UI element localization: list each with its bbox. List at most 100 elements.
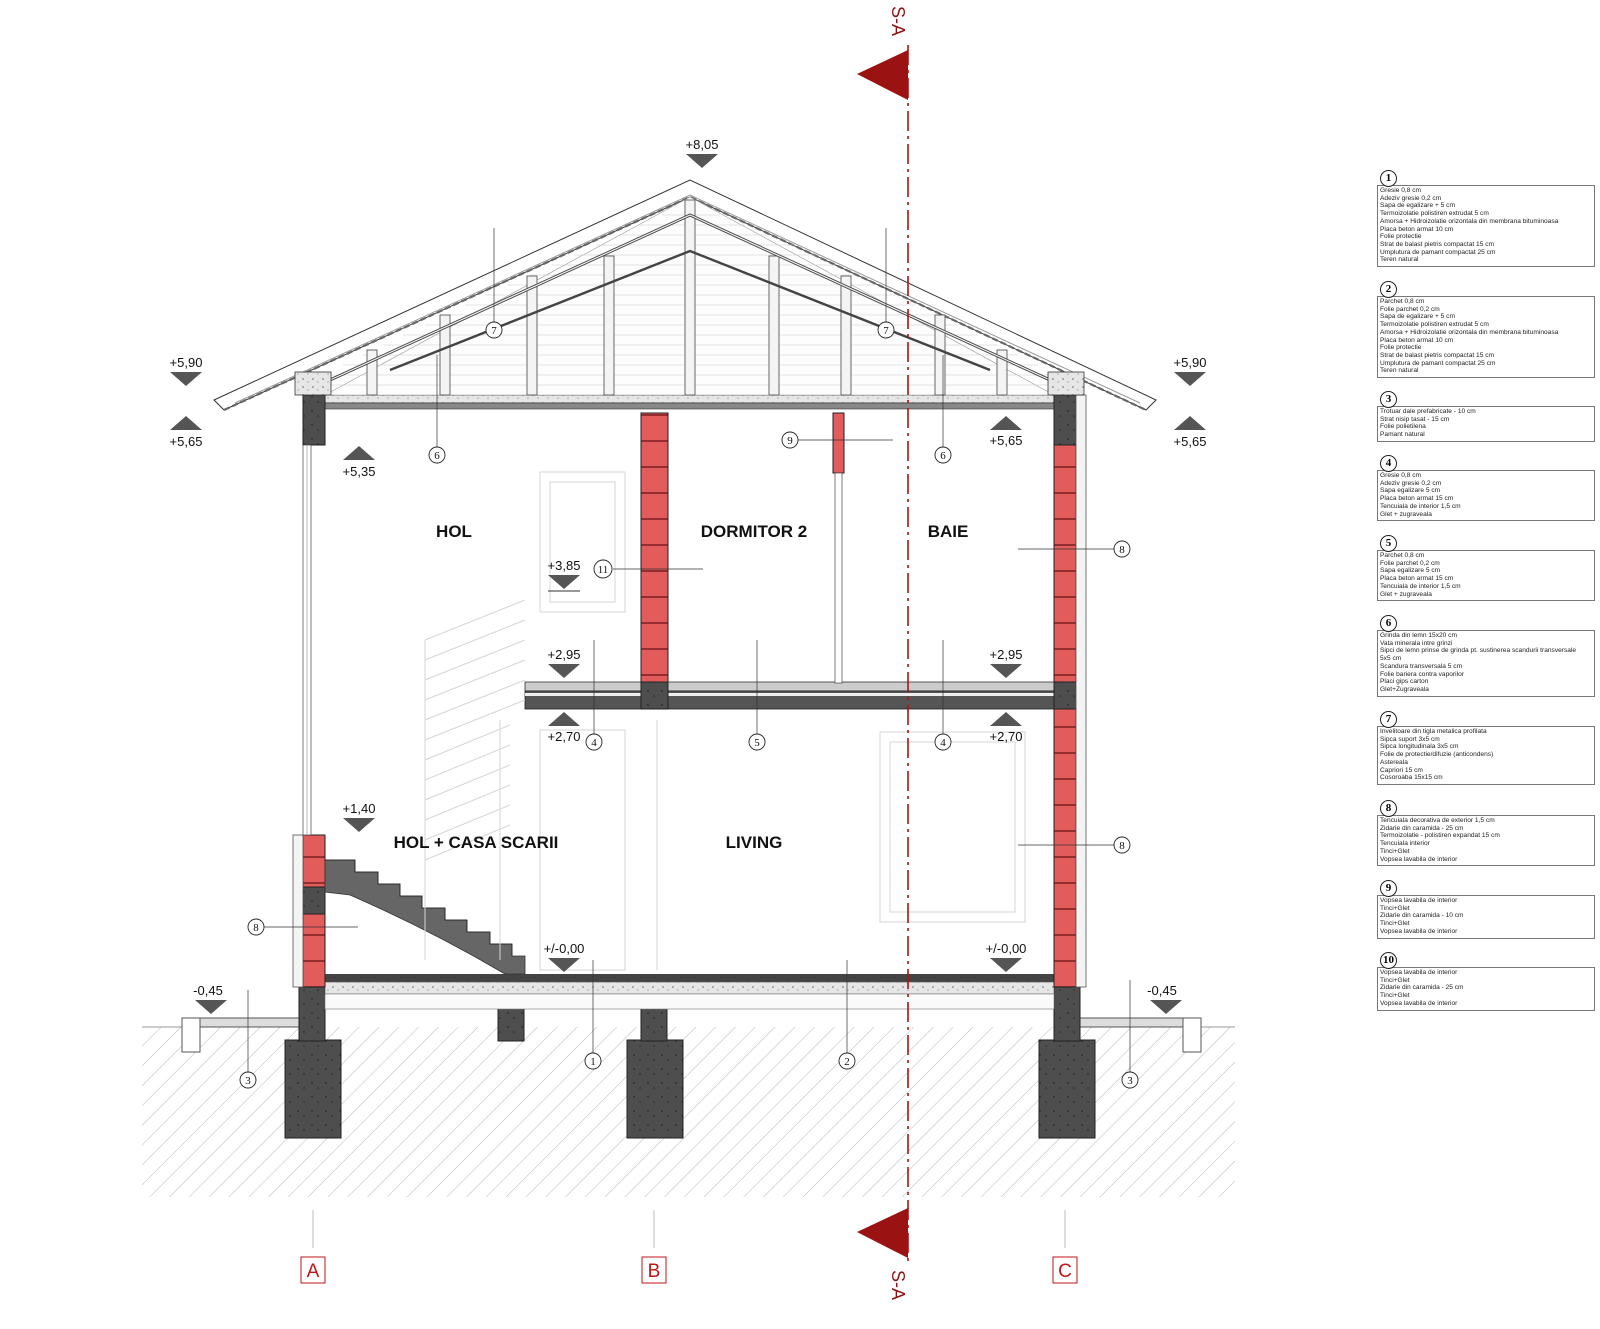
- legend-line: Tinci+Glet: [1380, 992, 1410, 1000]
- callout-4-left: 4: [591, 737, 597, 749]
- legend-number: 10: [1380, 952, 1397, 969]
- legend-item-8: 8 Tencuiala decorativa de exterior 1,5 c…: [1377, 798, 1595, 867]
- legend-box: Tencuiala decorativa de exterior 1,5 cm …: [1377, 815, 1595, 867]
- legend-box: Parchet 0,8 cm Folie parchet 0,2 cm Sapa…: [1377, 296, 1595, 379]
- legend-line: Sapa de egalizare + 5 cm: [1380, 202, 1455, 210]
- legend-line: Adeziv gresie 0,2 cm: [1380, 194, 1442, 202]
- level-stair-start: +1,40: [343, 801, 376, 816]
- legend-line: Strat nisip tasat - 15 cm: [1380, 415, 1450, 423]
- level-landing: +3,85: [548, 558, 581, 573]
- legend-line: Gresie 0,8 cm: [1380, 187, 1422, 194]
- callout-2: 2: [844, 1056, 850, 1068]
- room-baie: BAIE: [928, 522, 969, 541]
- callout-7-right: 7: [883, 325, 889, 337]
- section-line-s-a: S-A S-A: [857, 6, 909, 1300]
- axis-label-c: C: [1058, 1261, 1072, 1282]
- legend-line: Placa beton armat 15 cm: [1380, 575, 1454, 583]
- legend-line: Placa beton armat 10 cm: [1380, 225, 1454, 233]
- legend-line: Folie parchet 0,2 cm: [1380, 305, 1440, 313]
- level-ceiling-right: +5,65: [990, 433, 1023, 448]
- legend-box: Gresie 0,8 cm Adeziv gresie 0,2 cm Sapa …: [1377, 185, 1595, 268]
- legend-box: Parchet 0,8 cm Folie parchet 0,2 cm Sapa…: [1377, 550, 1595, 602]
- legend-line: Strat de balast pietris compactat 15 cm: [1380, 351, 1494, 359]
- room-dormitor-2: DORMITOR 2: [701, 522, 807, 541]
- level-eave-right-top: +5,90: [1174, 355, 1207, 370]
- legend-item-3: 3 Trotuar dale prefabricate - 10 cm Stra…: [1377, 389, 1595, 442]
- legend-line: Tinci+Glet: [1380, 920, 1410, 928]
- legend-line: Sapa egalizare 5 cm: [1380, 567, 1441, 575]
- legend-number: 5: [1380, 535, 1397, 552]
- room-hol-casa-scarii: HOL + CASA SCARII: [394, 833, 559, 852]
- legend-line: Folie polietilena: [1380, 423, 1426, 431]
- legend-line: Teren natural: [1380, 256, 1419, 264]
- legend-line: Tencuiala decorativa de exterior 1,5 cm: [1380, 817, 1495, 824]
- roof: [213, 179, 1157, 412]
- room-labels: HOL DORMITOR 2 BAIE HOL + CASA SCARII LI…: [394, 522, 969, 852]
- legend-line: Astereala: [1380, 758, 1408, 766]
- axis-label-a: A: [307, 1261, 320, 1282]
- callout-8-lower: 8: [1119, 840, 1125, 852]
- legend-line: Pamant natural: [1380, 431, 1425, 439]
- legend-box: Vopsea lavabila de interior Tinci+Glet Z…: [1377, 895, 1595, 939]
- callout-7-left: 7: [491, 325, 497, 337]
- legend-number: 1: [1380, 170, 1397, 187]
- legend-line: Grinda din lemn 15x20 cm: [1380, 632, 1457, 639]
- legend-line: Termoizolatie polistiren extrudat 5 cm: [1380, 321, 1489, 329]
- axis-label-b: B: [648, 1261, 661, 1282]
- legend-line: Folie protectie: [1380, 344, 1422, 352]
- upper-slab: [524, 681, 1055, 710]
- ceiling-structure: [324, 394, 1056, 410]
- level-terrain-left: -0,45: [193, 983, 223, 998]
- legend-number: 3: [1380, 391, 1397, 408]
- callout-3-right: 3: [1127, 1075, 1133, 1087]
- level-floor1-left: +2,95: [548, 647, 581, 662]
- legend-item-6: 6 Grinda din lemn 15x20 cm Vata minerala…: [1377, 613, 1595, 697]
- legend-item-1: 1 Gresie 0,8 cm Adeziv gresie 0,2 cm Sap…: [1377, 168, 1595, 268]
- legend-line: Cosoroaba 15x15 cm: [1380, 774, 1443, 782]
- legend-line: Capriori 15 cm: [1380, 766, 1423, 774]
- callout-3-left: 3: [245, 1075, 251, 1087]
- legend-number: 7: [1380, 711, 1397, 728]
- level-ceiling-left: +5,35: [343, 464, 376, 479]
- callout-11: 11: [598, 564, 609, 576]
- legend-line: Folie bariera contra vaporilor: [1380, 670, 1464, 678]
- legend-box: Gresie 0,8 cm Adeziv gresie 0,2 cm Sapa …: [1377, 470, 1595, 522]
- callout-9: 9: [787, 435, 793, 447]
- legend-item-10: 10 Vopsea lavabila de interior Tinci+Gle…: [1377, 950, 1595, 1011]
- legend-line: Glet + zugraveala: [1380, 510, 1432, 518]
- legend-line: Amorsa + Hidroizolatie orizontala din me…: [1380, 217, 1559, 225]
- legend-number: 6: [1380, 615, 1397, 632]
- legend-line: Glet + zugraveala: [1380, 590, 1432, 598]
- legend-line: Strat de balast pietris compactat 15 cm: [1380, 240, 1494, 248]
- legend-line: Sapa egalizare 5 cm: [1380, 487, 1441, 495]
- legend-number: 2: [1380, 281, 1397, 298]
- walls: [292, 394, 1087, 988]
- legend-line: Tencuiala de interior 1,5 cm: [1380, 502, 1461, 510]
- legend-box: Vopsea lavabila de interior Tinci+Glet Z…: [1377, 967, 1595, 1011]
- legend-line: Zidarie din caramida - 25 cm: [1380, 824, 1464, 832]
- legend-line: Zidarie din caramida - 25 cm: [1380, 984, 1464, 992]
- legend-line: Umplutura de pamant compactat 25 cm: [1380, 248, 1496, 256]
- legend-number: 8: [1380, 800, 1397, 817]
- legend-line: Tencuiala interior: [1380, 840, 1430, 848]
- level-eave-right-bottom: +5,65: [1174, 434, 1207, 449]
- legend-line: Zidarie din caramida - 10 cm: [1380, 912, 1464, 920]
- callout-6-right: 6: [940, 450, 946, 462]
- section-label-bottom: S-A: [888, 1270, 908, 1300]
- level-eave-left-top: +5,90: [170, 355, 203, 370]
- room-living: LIVING: [726, 833, 783, 852]
- legend-line: Parchet 0,8 cm: [1380, 298, 1425, 305]
- legend-line: Placa beton armat 15 cm: [1380, 495, 1454, 503]
- callout-6-left: 6: [434, 450, 440, 462]
- legend-line: Placi gips carton: [1380, 678, 1429, 686]
- legend-line: Vopsea lavabila de interior: [1380, 927, 1458, 935]
- legend-line: Vopsea lavabila de interior: [1380, 999, 1458, 1007]
- level-ground-floor-right: +/-0,00: [986, 941, 1027, 956]
- callout-1: 1: [590, 1056, 596, 1068]
- legend-box: Invelitoare din tigla metalica profilata…: [1377, 726, 1595, 785]
- legend-line: Tinci+Glet: [1380, 904, 1410, 912]
- legend-item-2: 2 Parchet 0,8 cm Folie parchet 0,2 cm Sa…: [1377, 279, 1595, 379]
- level-marks: +8,05 +5,90 +5,65 +5,90 +5,65 +5,65 +5,3…: [170, 137, 1207, 1014]
- legend-line: Invelitoare din tigla metalica profilata: [1380, 728, 1487, 735]
